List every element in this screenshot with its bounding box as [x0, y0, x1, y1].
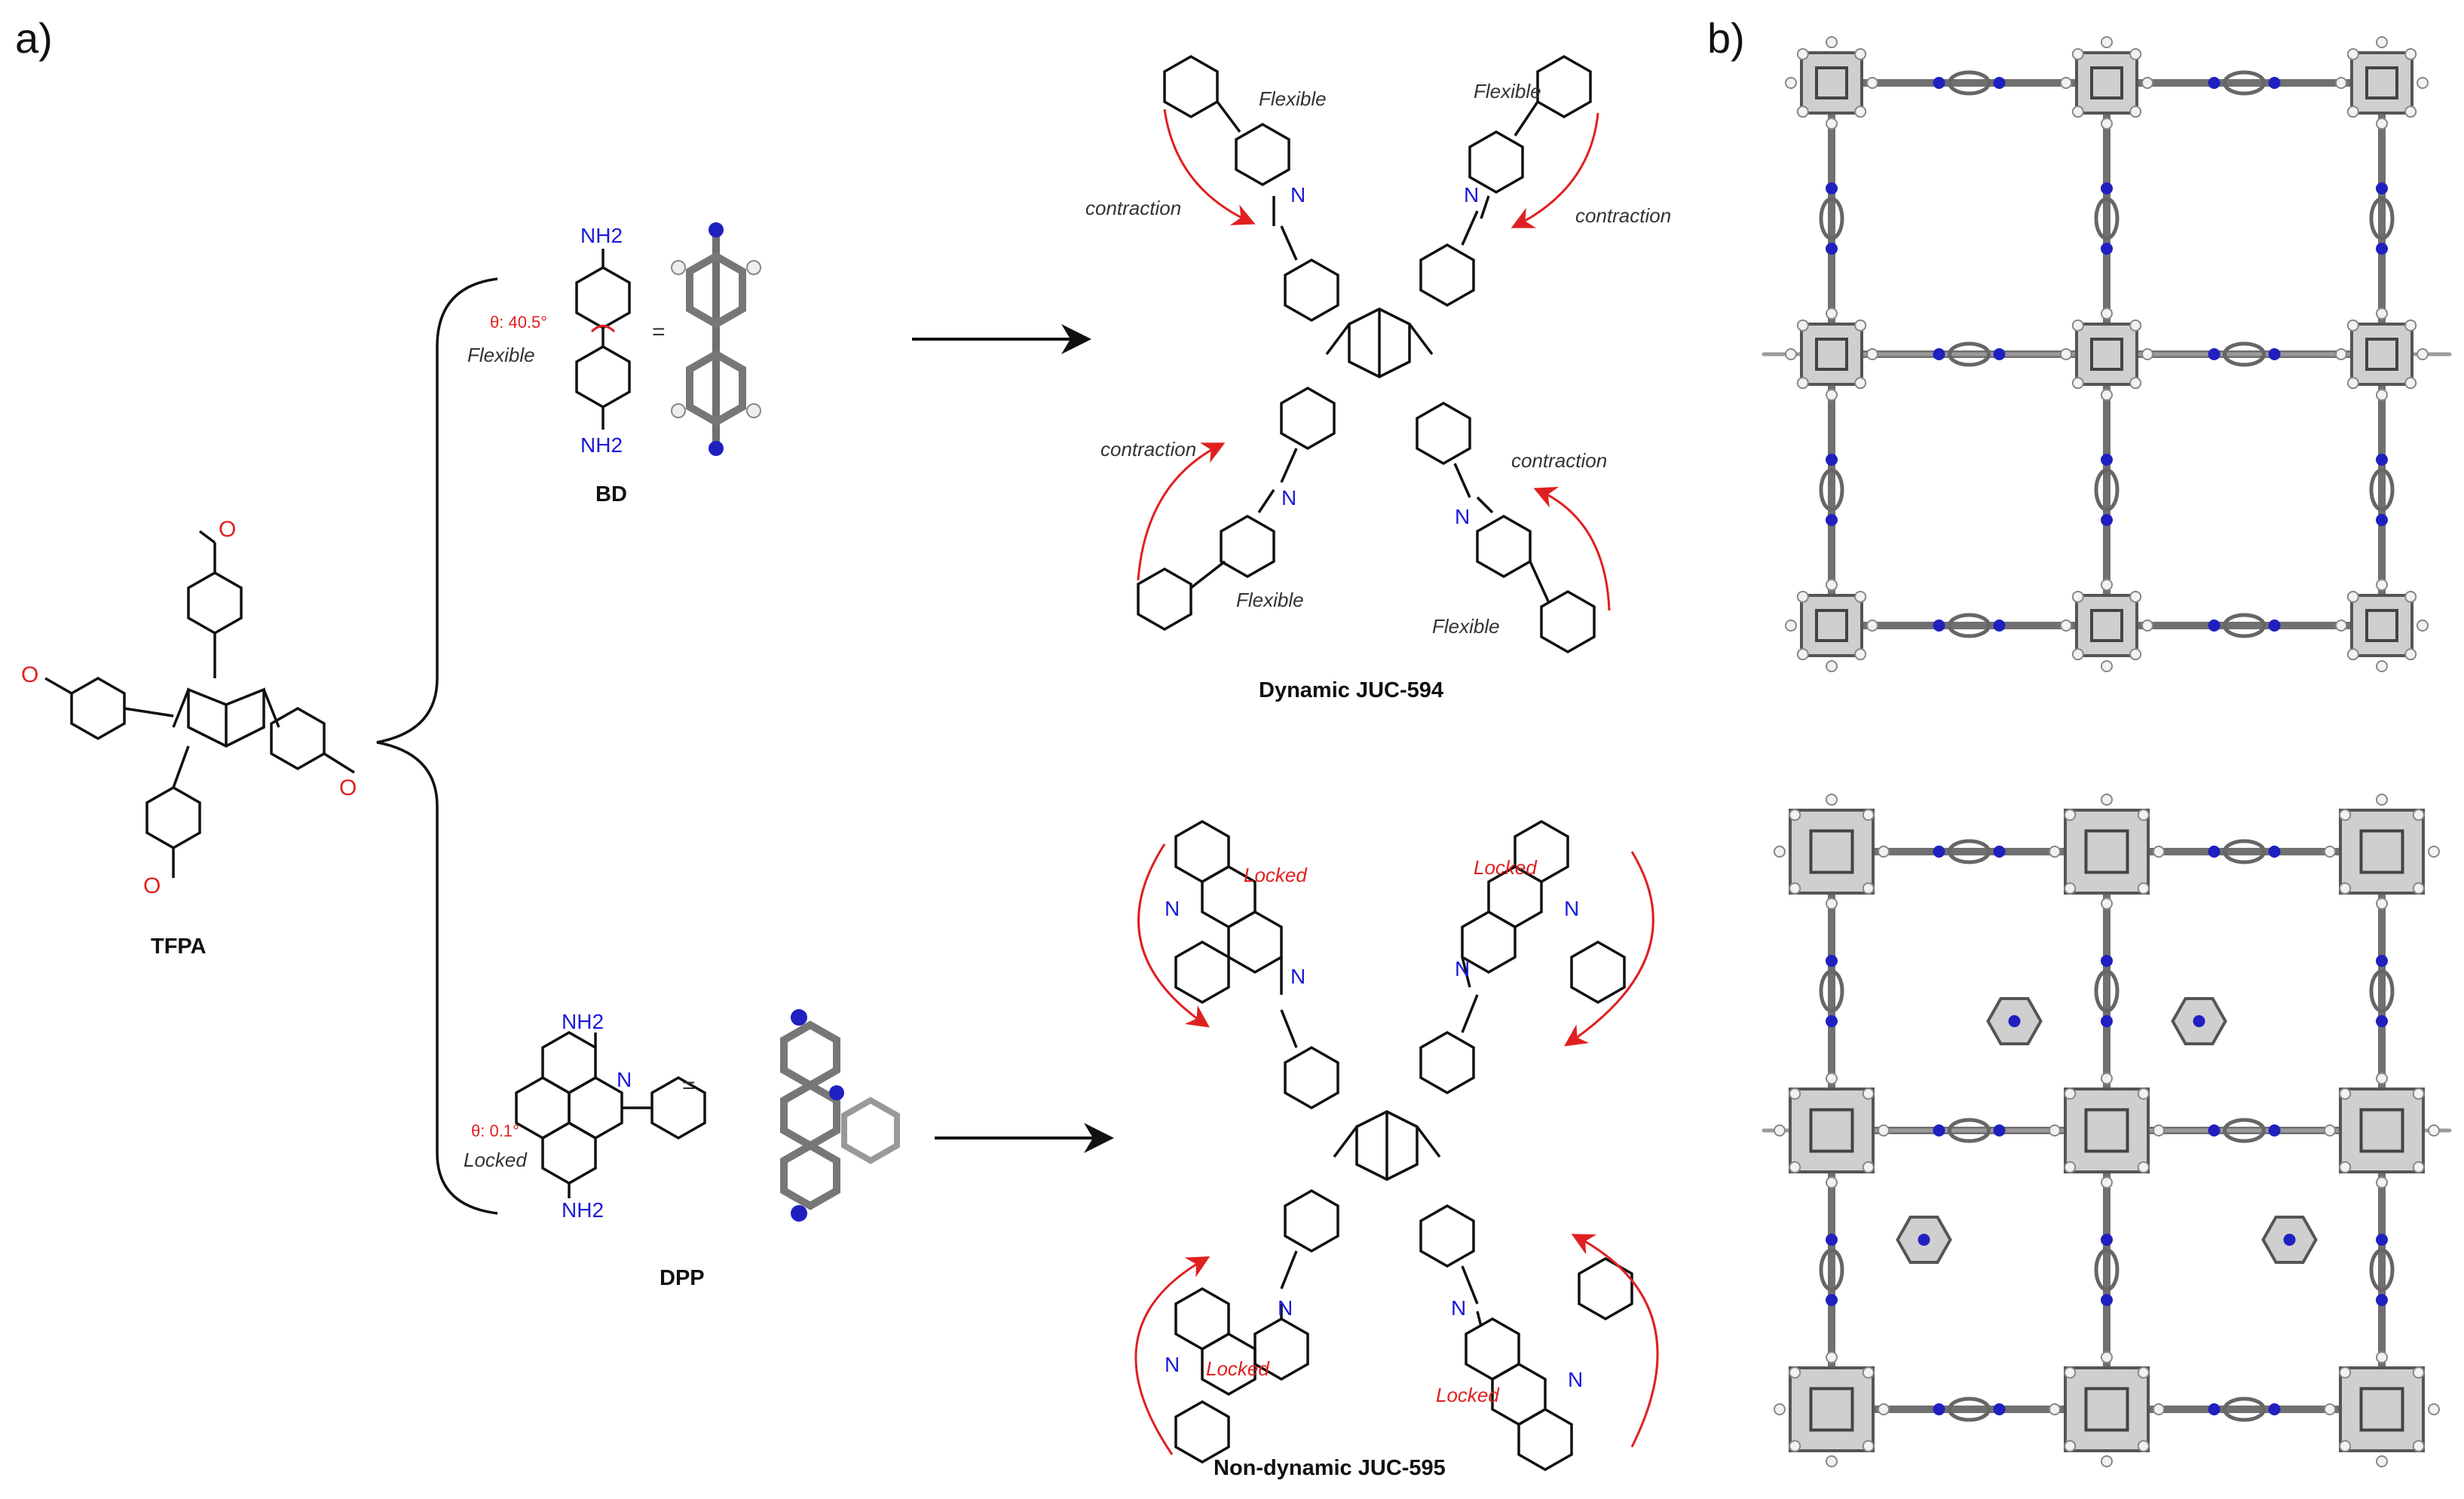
tfpa-o-top: O	[219, 517, 236, 542]
bd-ball-stick-model	[671, 222, 761, 456]
branch-brace	[376, 277, 498, 1215]
juc594-structure	[1137, 54, 1611, 654]
juc594-framework-render	[1762, 36, 2452, 672]
dpp-theta: θ: 0.1°	[471, 1121, 519, 1140]
juc595-n-3: N	[1290, 965, 1305, 988]
bd-structure	[575, 249, 631, 430]
juc594-label: Dynamic JUC-594	[1259, 678, 1443, 702]
tfpa-label: TFPA	[151, 935, 207, 959]
juc595-structure	[1134, 819, 1659, 1472]
juc594-flexible-1: Flexible	[1259, 87, 1327, 110]
juc594-contraction-2: contraction	[1575, 204, 1671, 227]
panel-a-label: a)	[15, 14, 53, 62]
juc594-n-4: N	[1455, 505, 1470, 528]
juc594-contraction-3: contraction	[1100, 438, 1196, 460]
dpp-structure	[515, 1030, 706, 1198]
bd-flexible-label: Flexible	[467, 344, 535, 366]
juc595-n-4: N	[1455, 957, 1470, 980]
dpp-nh2-top: NH2	[562, 1010, 604, 1033]
juc594-n-3: N	[1281, 486, 1296, 509]
tfpa-o-left: O	[21, 662, 38, 687]
juc595-locked-2: Locked	[1474, 856, 1538, 879]
dpp-nh2-bottom: NH2	[562, 1198, 604, 1222]
bd-equals: =	[652, 320, 666, 344]
tfpa-o-right: O	[339, 776, 357, 800]
bd-label: BD	[595, 482, 627, 506]
juc595-n-2: N	[1564, 897, 1579, 920]
dpp-equals: =	[682, 1073, 696, 1098]
juc595-framework-render	[1762, 794, 2452, 1467]
juc594-flexible-3: Flexible	[1236, 589, 1304, 611]
tfpa-structure	[44, 530, 355, 878]
juc594-flexible-4: Flexible	[1432, 615, 1500, 638]
bd-nh2-top: NH2	[580, 224, 623, 247]
dpp-n: N	[617, 1068, 632, 1091]
juc595-n-1: N	[1165, 897, 1180, 920]
juc594-contraction-4: contraction	[1511, 449, 1607, 472]
juc595-locked-4: Locked	[1436, 1384, 1500, 1406]
juc595-n-8: N	[1451, 1296, 1466, 1320]
juc594-n-1: N	[1290, 183, 1305, 206]
bd-nh2-bottom: NH2	[580, 433, 623, 457]
dpp-ball-stick-model	[780, 1009, 900, 1222]
bd-theta: θ: 40.5°	[490, 313, 547, 332]
juc595-label: Non-dynamic JUC-595	[1214, 1456, 1446, 1480]
tfpa-o-bottom: O	[143, 873, 161, 898]
juc595-n-5: N	[1165, 1353, 1180, 1376]
juc594-contraction-1: contraction	[1085, 197, 1181, 219]
juc595-n-7: N	[1278, 1296, 1293, 1320]
juc595-locked-1: Locked	[1244, 864, 1308, 886]
juc595-locked-3: Locked	[1206, 1357, 1270, 1380]
juc594-n-2: N	[1464, 183, 1479, 206]
juc594-flexible-2: Flexible	[1474, 80, 1541, 102]
panel-b-label: b)	[1707, 14, 1745, 62]
dpp-locked-label: Locked	[464, 1149, 528, 1171]
dpp-label: DPP	[660, 1266, 705, 1290]
juc595-n-6: N	[1568, 1368, 1583, 1391]
